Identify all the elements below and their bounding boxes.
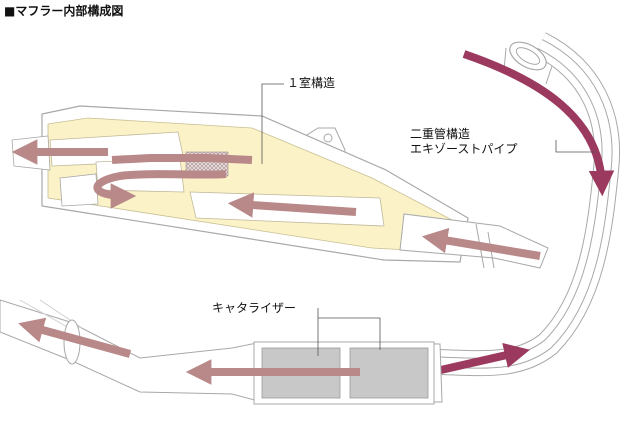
label-double-pipe-line1: 二重管構造	[410, 127, 471, 141]
exhaust-arrow-down	[462, 50, 615, 197]
flow-arrow-return	[227, 192, 357, 218]
leader-double-pipe	[555, 140, 596, 153]
leader-one-chamber	[261, 83, 284, 164]
catalyzer-block-2	[349, 347, 429, 399]
label-double-pipe-line2: エキゾーストパイプ	[410, 142, 518, 156]
flow-arrow-inlet	[421, 227, 541, 260]
label-double-pipe: 二重管構造 エキゾーストパイプ	[410, 127, 517, 157]
flow-arrow-mid	[111, 154, 253, 164]
diagram-title: ■マフラー内部構成図	[4, 4, 124, 18]
exhaust-arrow-right	[431, 342, 530, 376]
exhaust-pipe	[439, 32, 620, 377]
label-one-chamber: １室構造	[287, 76, 336, 90]
flow-arrow-u-turn	[93, 170, 227, 209]
muffler-flow-arrows	[11, 139, 541, 260]
leader-lines	[261, 83, 596, 356]
leader-catalyzer	[317, 308, 381, 356]
outlet-arrow	[18, 317, 132, 358]
label-catalyzer: キャタライザー	[212, 301, 297, 315]
